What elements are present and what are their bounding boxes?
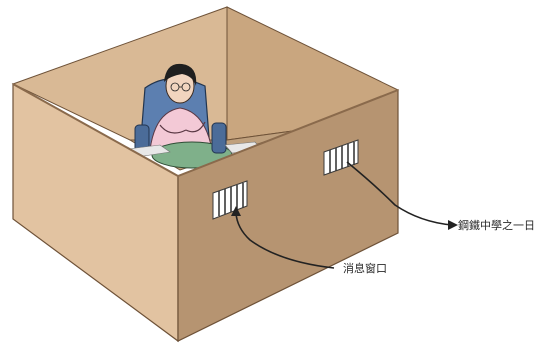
label-right-window: 鋼鐵中學之一日 [458, 218, 535, 232]
label-left-window: 消息窗口 [343, 261, 387, 275]
